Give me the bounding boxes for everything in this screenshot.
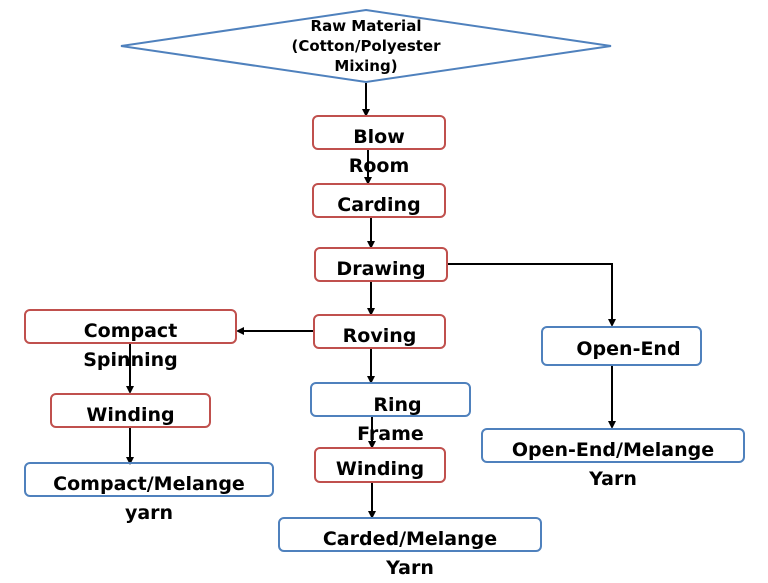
blow-room-line-2: Room (348, 155, 410, 177)
start-diamond (120, 8, 612, 84)
roving-label: Roving (342, 325, 417, 347)
winding-left-label: Winding (86, 404, 175, 426)
open-end-label: Open-End (576, 338, 681, 360)
start-line-1: Raw Material (310, 17, 422, 35)
carded-yarn-line-1: Carded/Melange (322, 528, 498, 550)
drawing-label: Drawing (336, 258, 426, 280)
compact-yarn-line-2: yarn (124, 502, 174, 524)
blow-room-label: Blow Room (312, 123, 446, 181)
ring-frame-label: Ring Frame (317, 391, 478, 449)
node-open-end-melange-yarn[interactable] (481, 428, 745, 463)
arrow-drawing-openend (448, 263, 616, 327)
compact-spinning-line-1: Compact (83, 320, 178, 342)
node-winding-center[interactable] (314, 447, 446, 483)
start-line-3: Mixing) (334, 57, 398, 75)
node-winding-left[interactable] (50, 393, 211, 428)
carded-yarn-label: Carded/Melange Yarn (278, 525, 542, 583)
compact-yarn-line-1: Compact/Melange (53, 473, 245, 495)
node-ring-frame[interactable] (310, 382, 471, 417)
node-carded-melange-yarn[interactable] (278, 517, 542, 552)
node-blow-room[interactable] (312, 115, 446, 150)
carded-yarn-line-2: Yarn (386, 557, 434, 579)
node-compact-spinning[interactable] (24, 309, 237, 344)
ring-frame-line-1: Ring (373, 394, 422, 416)
node-compact-melange-yarn[interactable] (24, 462, 274, 497)
node-drawing[interactable] (314, 247, 448, 282)
ring-frame-line-2: Frame (357, 423, 424, 445)
compact-spinning-line-2: Spinning (83, 349, 178, 371)
open-end-yarn-label: Open-End/Melange Yarn (481, 436, 745, 494)
compact-spinning-label: Compact Spinning (24, 317, 237, 375)
open-end-yarn-line-1: Open-End/Melange (511, 439, 715, 461)
start-node-label: Raw Material (Cotton/Polyester Mixing) (266, 16, 466, 76)
open-end-yarn-line-2: Yarn (589, 468, 637, 490)
winding-center-label: Winding (335, 458, 425, 480)
blow-room-line-1: Blow (353, 126, 405, 148)
node-carding[interactable] (312, 183, 446, 218)
compact-yarn-label: Compact/Melange yarn (24, 470, 274, 528)
node-roving[interactable] (313, 314, 446, 349)
node-open-end[interactable] (541, 326, 702, 366)
carding-label: Carding (337, 194, 421, 216)
start-line-2: (Cotton/Polyester (291, 37, 441, 55)
